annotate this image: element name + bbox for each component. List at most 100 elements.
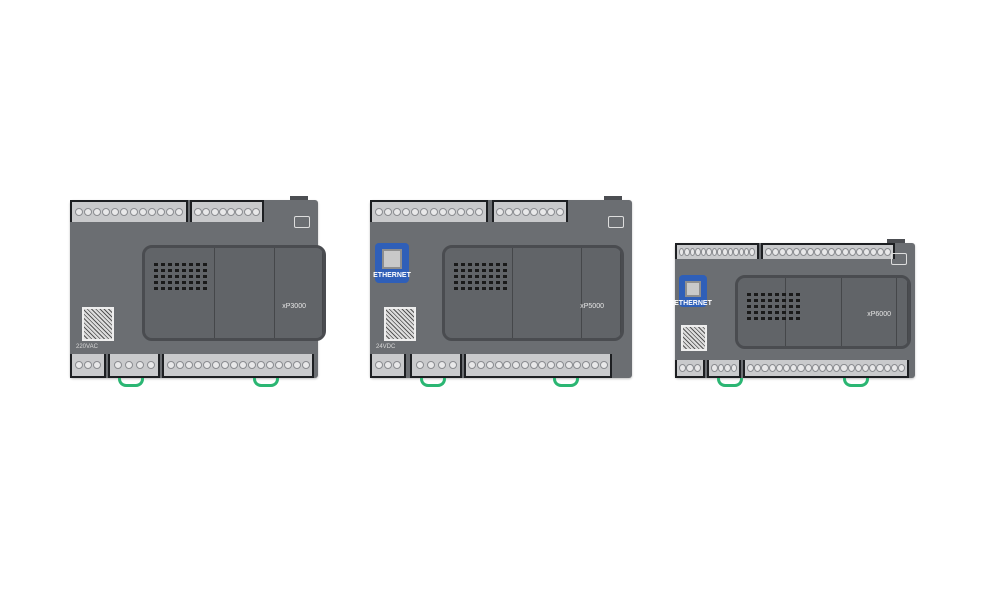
terminal-screw bbox=[102, 208, 111, 216]
terminal-screw bbox=[686, 364, 694, 372]
ethernet-port: ETHERNET bbox=[373, 243, 411, 283]
led bbox=[482, 281, 486, 284]
terminal-screw bbox=[747, 364, 755, 372]
usb-port-icon bbox=[891, 253, 907, 265]
usb-port-icon bbox=[294, 216, 310, 228]
terminal-screw bbox=[503, 361, 512, 369]
terminal-screw bbox=[437, 361, 446, 369]
led bbox=[503, 269, 507, 272]
terminal-screw bbox=[521, 208, 530, 216]
terminal-screw bbox=[93, 361, 102, 369]
terminal-block bbox=[675, 243, 759, 259]
led bbox=[754, 317, 758, 320]
led bbox=[161, 281, 165, 284]
panel-section bbox=[897, 278, 908, 346]
led bbox=[161, 287, 165, 290]
terminal-block bbox=[675, 360, 705, 378]
terminal-screw bbox=[538, 361, 547, 369]
led bbox=[454, 281, 458, 284]
plc-device-xp3000: xP3000 220VAC bbox=[70, 196, 326, 387]
led bbox=[768, 305, 772, 308]
terminal-screw bbox=[842, 248, 849, 256]
terminal-block bbox=[70, 200, 188, 222]
led bbox=[189, 281, 193, 284]
led bbox=[789, 311, 793, 314]
terminal-block bbox=[761, 243, 895, 259]
qr-code bbox=[384, 307, 416, 341]
led bbox=[789, 317, 793, 320]
led bbox=[168, 287, 172, 290]
led bbox=[482, 287, 486, 290]
model-label: xP3000 bbox=[282, 303, 306, 310]
din-rail-clip bbox=[842, 378, 869, 387]
ethernet-jack-icon bbox=[684, 281, 702, 297]
led bbox=[775, 299, 779, 302]
terminal-screw bbox=[772, 248, 779, 256]
terminal-screw bbox=[833, 364, 841, 372]
terminal-block bbox=[70, 354, 106, 378]
led bbox=[496, 275, 500, 278]
led bbox=[175, 269, 179, 272]
qr-code bbox=[681, 325, 707, 351]
led bbox=[775, 317, 779, 320]
terminal-screw bbox=[74, 361, 83, 369]
terminal-screw bbox=[202, 361, 211, 369]
led bbox=[796, 293, 800, 296]
led bbox=[489, 281, 493, 284]
terminal-screw bbox=[415, 361, 424, 369]
led bbox=[775, 311, 779, 314]
led bbox=[503, 263, 507, 266]
led bbox=[747, 293, 751, 296]
panel-section bbox=[445, 248, 514, 338]
terminal-screw bbox=[468, 361, 477, 369]
led bbox=[496, 263, 500, 266]
led bbox=[503, 275, 507, 278]
led bbox=[747, 311, 751, 314]
terminal-screw bbox=[826, 364, 834, 372]
terminal-screw bbox=[456, 208, 465, 216]
terminal-block bbox=[707, 360, 741, 378]
terminal-screw bbox=[818, 364, 827, 372]
terminal-screw bbox=[530, 208, 539, 216]
power-label: 220VAC bbox=[76, 344, 98, 350]
terminal-screw bbox=[392, 208, 401, 216]
display-panel bbox=[442, 245, 624, 341]
led bbox=[489, 287, 493, 290]
terminal-screw bbox=[555, 208, 564, 216]
terminal-screw bbox=[477, 361, 486, 369]
led bbox=[161, 263, 165, 266]
terminal-screw bbox=[547, 361, 556, 369]
terminal-screw bbox=[374, 361, 383, 369]
terminal-screw bbox=[786, 248, 793, 256]
terminal-screw bbox=[83, 361, 92, 369]
terminal-screw bbox=[138, 208, 147, 216]
top-tab bbox=[887, 239, 905, 243]
led bbox=[203, 275, 207, 278]
terminal-screw bbox=[429, 208, 438, 216]
led bbox=[182, 287, 186, 290]
din-rail-clip bbox=[118, 378, 144, 387]
led bbox=[482, 263, 486, 266]
terminal-screw bbox=[679, 248, 685, 256]
led bbox=[789, 299, 793, 302]
led bbox=[747, 317, 751, 320]
terminal-screw bbox=[877, 248, 884, 256]
led bbox=[175, 263, 179, 266]
led bbox=[154, 281, 158, 284]
led bbox=[454, 275, 458, 278]
led bbox=[468, 269, 472, 272]
display-panel bbox=[735, 275, 911, 349]
led bbox=[175, 287, 179, 290]
terminal-block bbox=[743, 360, 909, 378]
power-label: 24VDC bbox=[376, 344, 396, 350]
led bbox=[196, 287, 200, 290]
led bbox=[475, 263, 479, 266]
led bbox=[461, 281, 465, 284]
terminal-block bbox=[162, 354, 314, 378]
terminal-screw bbox=[229, 361, 238, 369]
terminal-block bbox=[370, 354, 406, 378]
terminal-screw bbox=[807, 248, 814, 256]
terminal-screw bbox=[485, 361, 494, 369]
terminal-screw bbox=[717, 364, 724, 372]
led bbox=[489, 263, 493, 266]
